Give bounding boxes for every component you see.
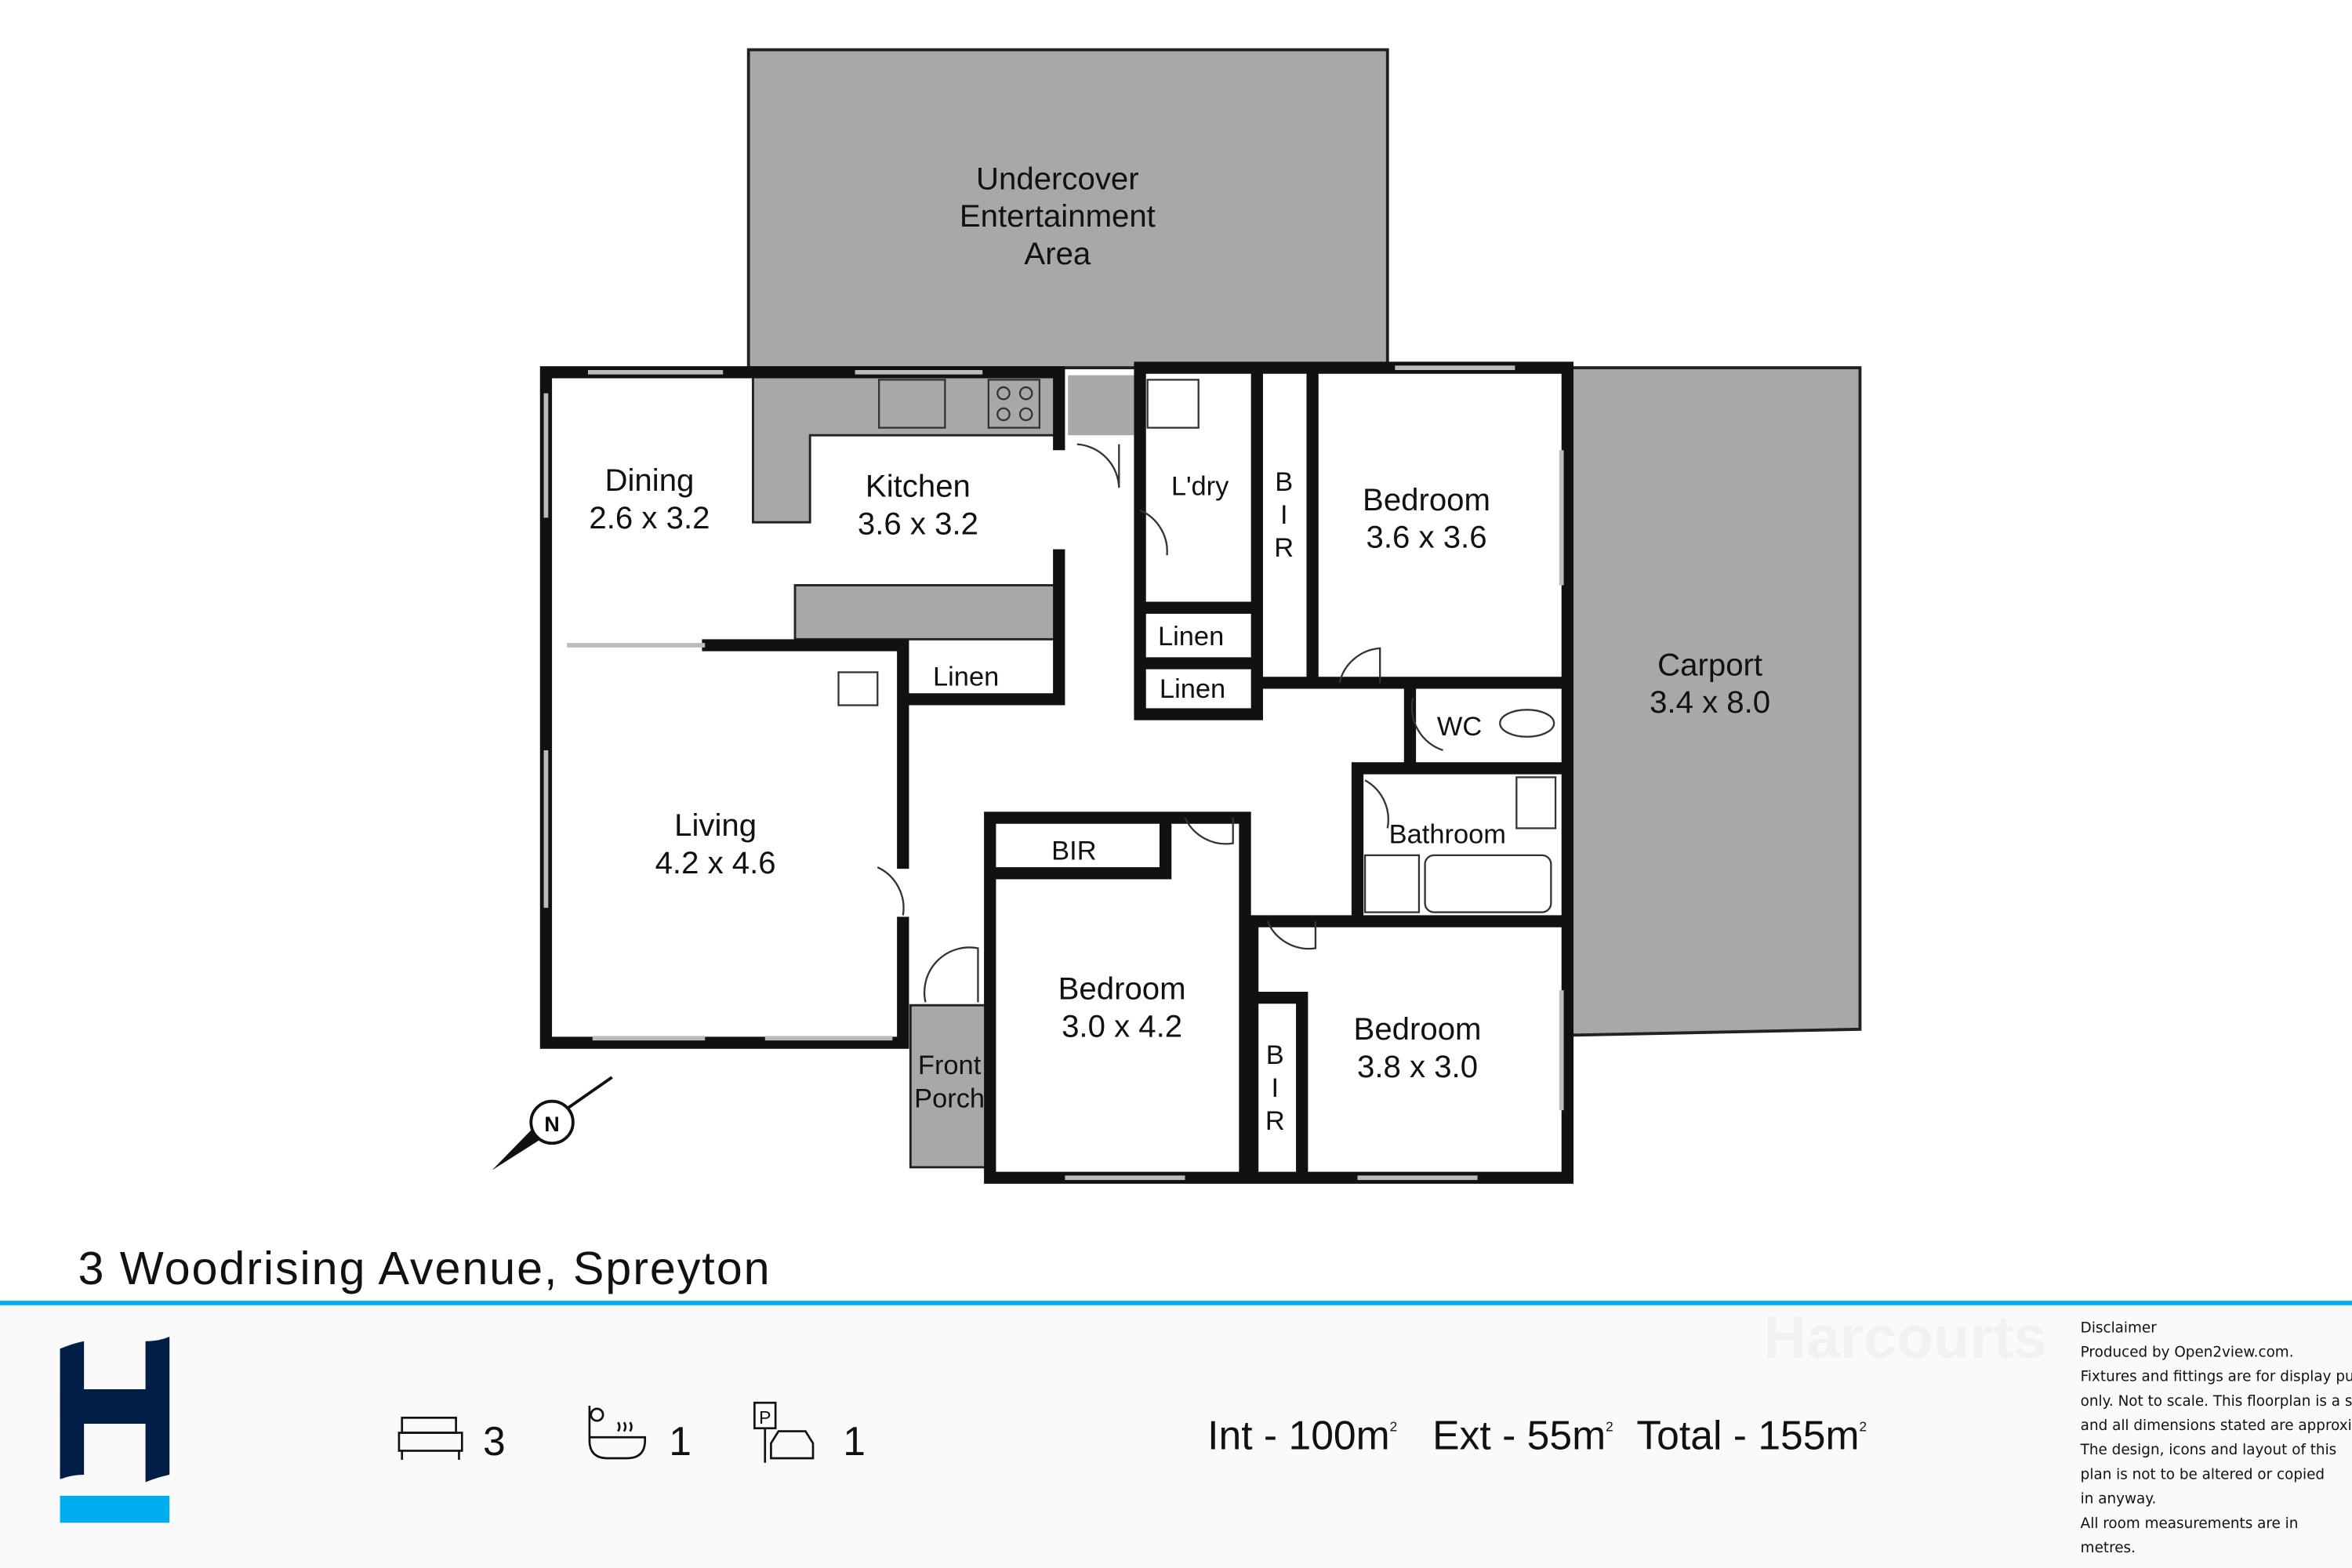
room-label-linen-3: Linen: [933, 662, 999, 692]
svg-text:P: P: [759, 1407, 771, 1428]
room-label-bathroom: Bathroom: [1389, 820, 1506, 850]
parking-count: 1: [843, 1418, 866, 1464]
bedroom-count: 3: [483, 1418, 506, 1464]
compass-icon: N: [492, 1076, 613, 1171]
laundry-tub-icon: [1146, 379, 1200, 429]
footer-bar: [0, 1305, 2352, 1568]
laundry-gap: [1068, 375, 1134, 436]
kitchen-sink-icon: [878, 379, 946, 429]
stove-icon: [987, 379, 1041, 429]
brand-logo: [60, 1337, 170, 1523]
kitchen-bench-bottom: [793, 584, 1058, 641]
room-label-linen-1: Linen: [1158, 622, 1224, 652]
bath-icon: [588, 1406, 647, 1460]
svg-text:N: N: [544, 1112, 559, 1136]
parking-icon: P: [753, 1401, 815, 1463]
shower-icon: [1363, 854, 1421, 913]
footer-divider: [0, 1301, 2352, 1305]
walls: [539, 361, 1574, 1184]
room-label-laundry: L'dry: [1171, 472, 1229, 502]
address-title: 3 Woodrising Avenue, Spreyton: [78, 1242, 771, 1294]
bathtub-icon: [1424, 854, 1552, 913]
room-label-linen-2: Linen: [1160, 674, 1225, 704]
bed-icon: [397, 1417, 463, 1460]
room-label-bir-box: BIR: [1051, 837, 1096, 866]
fixtures: [837, 379, 1557, 1003]
area-external: Ext - 55m2: [1432, 1413, 1613, 1458]
room-label-wc: WC: [1437, 712, 1482, 742]
area-total: Total - 155m2: [1636, 1413, 1867, 1458]
area-internal: Int - 100m2: [1207, 1413, 1397, 1458]
disclaimer: Disclaimer Produced by Open2view.com. Fi…: [2080, 1319, 2352, 1556]
fireplace-icon: [837, 671, 879, 706]
basin-icon: [1515, 776, 1557, 829]
bathroom-count: 1: [669, 1418, 691, 1464]
undercover-area: [746, 48, 1389, 369]
brand-watermark: Harcourts: [1763, 1305, 2046, 1371]
front-porch-area: [909, 1004, 992, 1169]
toilet-icon: [1499, 709, 1555, 738]
